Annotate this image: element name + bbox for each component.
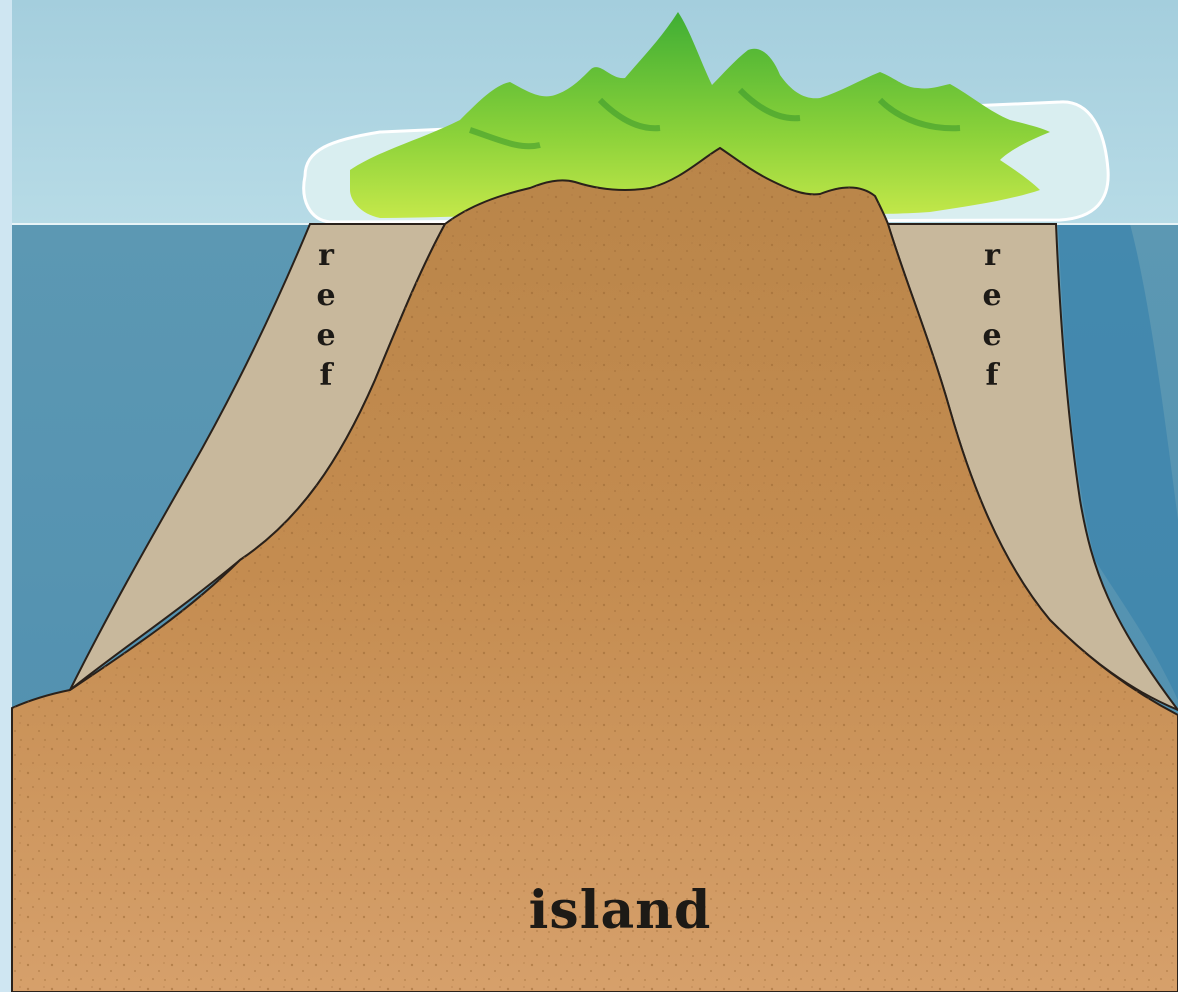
reef-label-right: reef xyxy=(980,236,1004,396)
reef-label-left: reef xyxy=(314,236,338,396)
island-label: island xyxy=(500,880,740,941)
